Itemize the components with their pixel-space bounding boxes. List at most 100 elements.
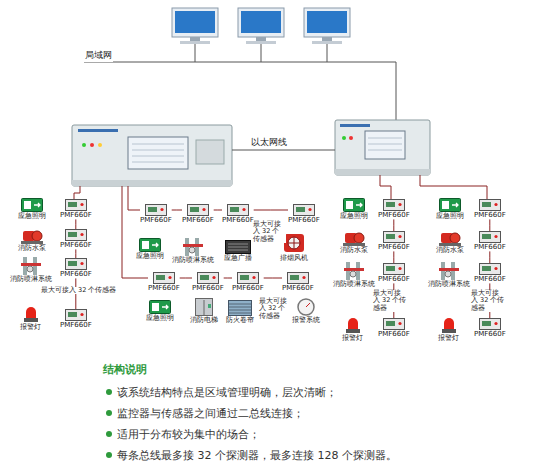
module-name: PMF660F — [60, 321, 92, 329]
svg-shape — [482, 234, 491, 239]
svg-shape — [227, 205, 248, 216]
svg-shape — [350, 271, 356, 277]
svg-shape — [346, 329, 360, 333]
bullet-text: 该系统结构特点是区域管理明确，层次清晰； — [117, 385, 337, 400]
svg-shape — [22, 199, 43, 212]
device-name: 报警灯 — [342, 334, 363, 342]
svg-shape — [290, 275, 299, 280]
svg-shape — [202, 208, 205, 211]
svg-shape — [140, 239, 161, 252]
svg-shape — [21, 263, 41, 266]
bus-lead — [74, 175, 487, 278]
module-name: PMF660F — [60, 270, 92, 278]
svg-shape — [312, 41, 342, 44]
module-name: PMF660F — [474, 275, 506, 283]
module-name: PMF660F — [474, 243, 506, 251]
device-box: 防火卷帘 — [226, 300, 254, 324]
svg-shape — [208, 304, 211, 308]
exit-icon — [149, 300, 171, 314]
svg-shape — [132, 144, 184, 162]
module-name: PMF660F — [182, 216, 214, 224]
svg-shape — [229, 301, 252, 316]
svg-shape — [340, 124, 370, 127]
svg-shape — [168, 276, 171, 279]
svg-shape — [398, 267, 401, 270]
svg-shape — [237, 273, 258, 284]
module-icon — [145, 204, 167, 216]
computer — [304, 8, 350, 62]
svg-shape — [74, 186, 80, 199]
module-icon — [237, 272, 259, 284]
svg-shape — [82, 143, 86, 147]
svg-shape — [183, 244, 203, 247]
svg-shape — [24, 318, 38, 322]
svg-shape — [335, 120, 430, 175]
svg-shape — [354, 233, 364, 243]
module-icon — [287, 272, 309, 284]
module-box: PMF660F — [378, 199, 410, 219]
svg-shape — [200, 275, 209, 280]
bus-wire — [393, 219, 394, 231]
svg-shape — [230, 207, 239, 212]
device-box: 消防喷淋系统 — [172, 238, 214, 264]
svg-shape — [152, 243, 158, 247]
svg-shape — [128, 186, 140, 210]
svg-shape — [383, 319, 404, 330]
bullet-text: 适用于分布较为集中的场合； — [117, 427, 260, 442]
svg-shape — [72, 125, 232, 186]
svg-shape — [180, 41, 210, 44]
lan-line — [84, 62, 396, 120]
device-name: 应急照明 — [18, 212, 46, 220]
svg-shape — [106, 410, 112, 416]
sprinkler-icon — [437, 262, 461, 280]
svg-shape — [246, 41, 276, 44]
svg-shape — [80, 203, 83, 206]
bullet-text: 每条总线最多接 32 个探测器，最多连接 128 个探测器。 — [117, 448, 397, 463]
svg-shape — [106, 431, 112, 437]
svg-shape — [343, 243, 365, 246]
module-name: PMF660F — [222, 216, 254, 224]
svg-shape — [444, 318, 454, 329]
svg-shape — [398, 203, 401, 206]
svg-shape — [128, 137, 188, 169]
exit-icon — [343, 198, 365, 212]
svg-shape — [482, 321, 491, 326]
capacity-note: 最大可接入 32 个传感器 — [40, 287, 117, 294]
svg-shape — [145, 205, 166, 216]
svg-shape — [327, 44, 328, 62]
svg-shape — [72, 180, 232, 186]
device-name: 防火卷帘 — [226, 316, 254, 324]
svg-shape — [252, 276, 255, 279]
svg-shape — [26, 307, 36, 318]
svg-shape — [344, 268, 364, 271]
svg-shape — [386, 321, 395, 326]
device-box: 报警灯 — [342, 316, 363, 342]
svg-shape — [482, 266, 491, 271]
device-box: 消防电梯 — [190, 298, 218, 324]
svg-shape — [420, 175, 487, 199]
svg-shape — [335, 169, 430, 175]
rack-icon — [225, 240, 251, 254]
module-name: PMF660F — [288, 216, 320, 224]
device-box: 应急照明 — [18, 198, 46, 220]
module-box: PMF660F — [60, 229, 92, 249]
module-name: PMF660F — [232, 284, 264, 292]
module-name: PMF660F — [148, 284, 180, 292]
module-name: PMF660F — [474, 330, 506, 338]
module-icon — [479, 231, 501, 243]
svg-shape — [494, 235, 497, 238]
svg-shape — [307, 11, 347, 33]
network-label: 以太网线 — [250, 136, 288, 149]
svg-shape — [296, 207, 305, 212]
svg-shape — [241, 11, 281, 33]
svg-shape — [398, 322, 401, 325]
device-name: 消防喷淋系统 — [333, 280, 375, 288]
module-box: PMF660F — [140, 204, 172, 224]
module-name: PMF660F — [378, 330, 410, 338]
controller — [335, 120, 430, 175]
svg-shape — [68, 312, 77, 317]
device-box: 应急照明 — [436, 198, 464, 220]
svg-shape — [90, 143, 94, 147]
svg-shape — [190, 37, 200, 41]
device-name: 消防喷淋系统 — [172, 256, 214, 264]
